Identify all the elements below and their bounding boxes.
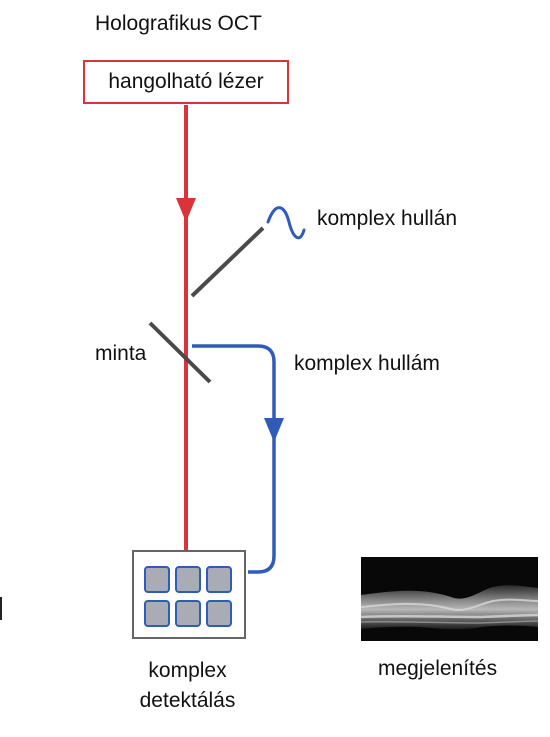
tunable-laser-label: hangolható lézer: [108, 70, 264, 93]
camera-sensor-grid-icon: [132, 550, 246, 639]
detector-pixel: [175, 600, 201, 627]
detector-label-line1: komplex: [148, 659, 227, 682]
laser-beam-arrow: [176, 198, 196, 222]
detector-label: komplex detektálás: [120, 656, 255, 716]
sample-label: minta: [95, 342, 147, 365]
complex-wave-arrow: [264, 418, 284, 442]
oct-scan-image-icon: [361, 557, 538, 641]
detector-label-line2: detektálás: [139, 689, 236, 712]
tunable-laser-box: hangolható lézer: [83, 60, 289, 104]
display-label: megjelenítés: [378, 657, 498, 680]
edge-mark: [0, 597, 2, 620]
detector-pixel: [206, 600, 232, 627]
sample-wave-label: komplex hullám: [294, 352, 440, 375]
detector-pixel: [144, 600, 170, 627]
reference-mirror-icon: [190, 226, 265, 298]
reference-wave-label: komplex hullán: [317, 207, 458, 230]
detector-pixel: [144, 566, 170, 593]
diagram-title: Holografikus OCT: [95, 12, 262, 35]
complex-wave-path: [192, 344, 276, 574]
wave-squiggle-icon: [266, 206, 306, 240]
detector-pixel: [206, 566, 232, 593]
detector-pixel: [175, 566, 201, 593]
sample-mirror-icon: [148, 321, 212, 384]
